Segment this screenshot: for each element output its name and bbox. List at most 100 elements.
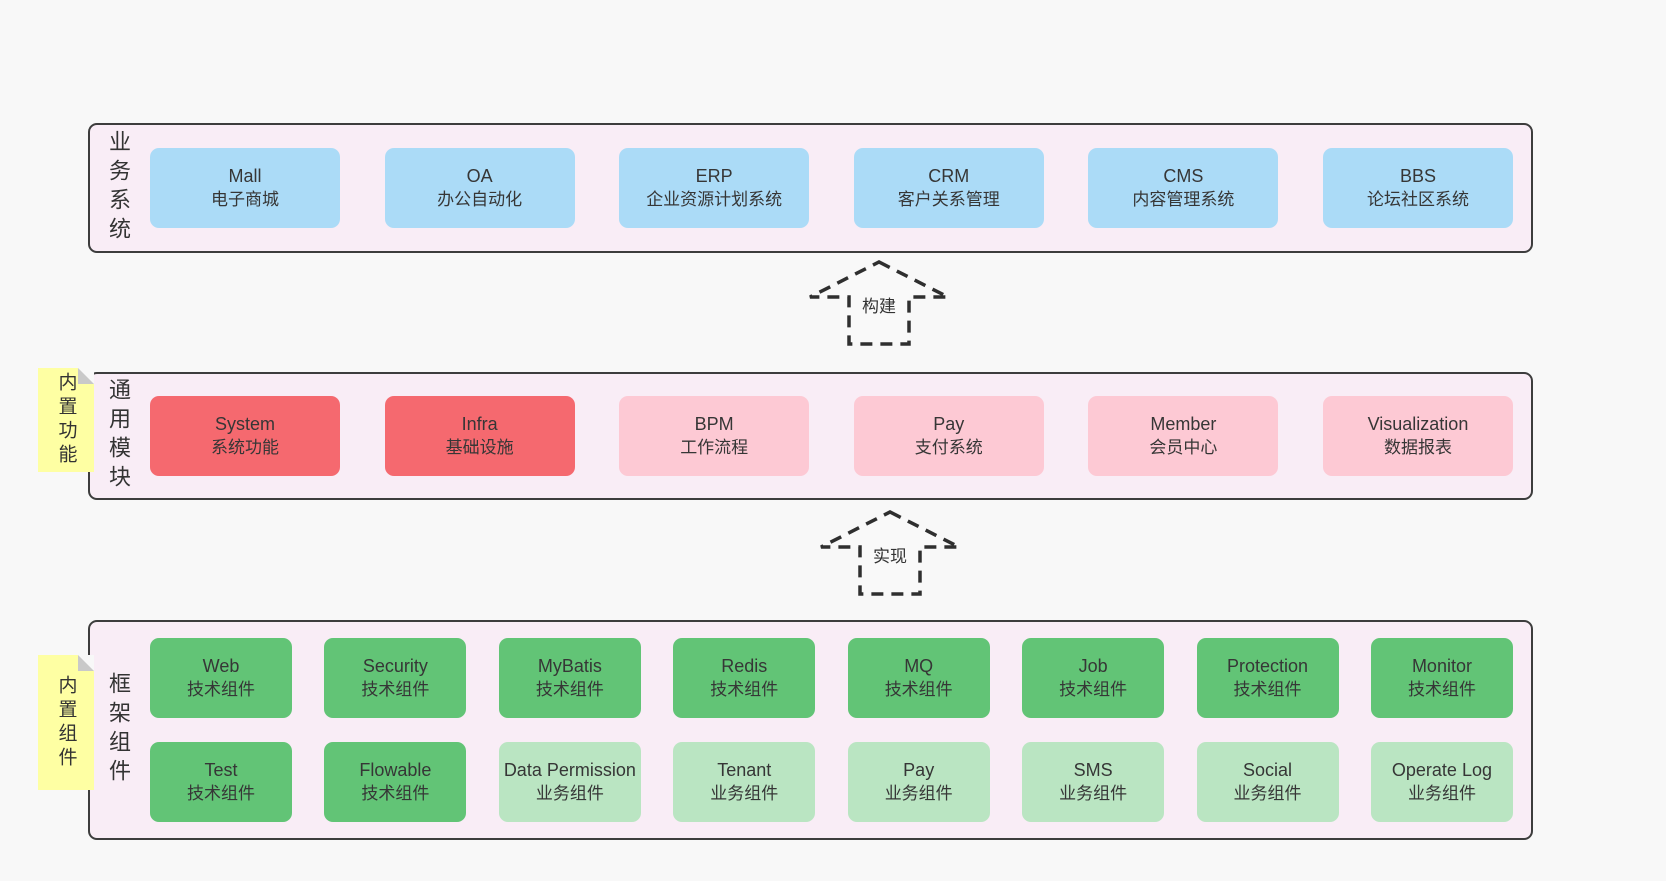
arrow-build-label: 构建 bbox=[859, 292, 899, 317]
box-desc: 工作流程 bbox=[680, 438, 749, 457]
sticky-note-builtin-components: 内置组件 bbox=[38, 655, 94, 790]
business-systems-row: Mall 电子商城 OA 办公自动化 ERP 企业资源计划系统 CRM 客户关系… bbox=[150, 125, 1531, 251]
box-security: Security 技术组件 bbox=[324, 638, 467, 718]
box-desc: 办公自动化 bbox=[437, 190, 523, 209]
box-desc: 客户关系管理 bbox=[897, 190, 1000, 209]
box-desc: 论坛社区系统 bbox=[1366, 190, 1469, 209]
arrow-implement: 实现 bbox=[817, 508, 963, 598]
box-desc: 业务组件 bbox=[1233, 784, 1302, 803]
box-desc: 技术组件 bbox=[187, 784, 255, 803]
box-test: Test 技术组件 bbox=[150, 742, 292, 822]
arrow-build: 构建 bbox=[806, 258, 952, 348]
box-name: Social bbox=[1243, 760, 1293, 780]
box-name: Monitor bbox=[1411, 656, 1472, 676]
box-desc: 内容管理系统 bbox=[1132, 190, 1235, 209]
box-protection: Protection 技术组件 bbox=[1196, 638, 1339, 718]
box-name: OA bbox=[466, 166, 493, 186]
box-name: Operate Log bbox=[1391, 760, 1492, 780]
box-name: Visualization bbox=[1367, 414, 1469, 434]
sticky-note-text: 内置功能 bbox=[55, 372, 77, 468]
box-name: Data Permission bbox=[503, 760, 636, 780]
box-web: Web 技术组件 bbox=[150, 638, 292, 718]
sticky-note-text: 内置组件 bbox=[55, 674, 77, 771]
box-name: MQ bbox=[904, 656, 934, 676]
box-name: Web bbox=[202, 656, 240, 676]
box-social: Social 业务组件 bbox=[1196, 742, 1339, 822]
box-name: Infra bbox=[461, 414, 498, 434]
panel-label-business-systems: 业务系统 bbox=[90, 125, 146, 251]
box-desc: 业务组件 bbox=[1059, 784, 1128, 803]
box-pay: Pay 支付系统 bbox=[853, 396, 1044, 476]
box-job: Job 技术组件 bbox=[1022, 638, 1165, 718]
box-visualization: Visualization 数据报表 bbox=[1322, 396, 1513, 476]
box-name: Security bbox=[362, 656, 428, 676]
box-name: Test bbox=[204, 760, 238, 780]
framework-components-grid: Web 技术组件 Security 技术组件 MyBatis 技术组件 Redi… bbox=[150, 622, 1531, 838]
box-oa: OA 办公自动化 bbox=[384, 148, 575, 228]
box-desc: 技术组件 bbox=[1407, 680, 1476, 699]
box-desc: 技术组件 bbox=[884, 680, 953, 699]
box-name: Flowable bbox=[359, 760, 432, 780]
box-mq: MQ 技术组件 bbox=[847, 638, 990, 718]
box-desc: 业务组件 bbox=[1407, 784, 1476, 803]
box-name: BPM bbox=[694, 414, 734, 434]
box-desc: 系统功能 bbox=[211, 438, 279, 457]
box-name: Job bbox=[1078, 656, 1108, 676]
box-desc: 技术组件 bbox=[1233, 680, 1302, 699]
box-desc: 技术组件 bbox=[361, 784, 430, 803]
box-desc: 技术组件 bbox=[361, 680, 430, 699]
box-name: ERP bbox=[695, 166, 733, 186]
box-infra: Infra 基础设施 bbox=[384, 396, 575, 476]
box-name: SMS bbox=[1073, 760, 1113, 780]
box-pay-biz: Pay 业务组件 bbox=[847, 742, 990, 822]
panel-label-framework-components: 框架组件 bbox=[90, 622, 146, 838]
box-name: Redis bbox=[721, 656, 768, 676]
box-desc: 技术组件 bbox=[710, 680, 779, 699]
panel-common-modules: 通用模块 System 系统功能 Infra 基础设施 BPM 工作流程 Pay… bbox=[88, 372, 1533, 500]
box-crm: CRM 客户关系管理 bbox=[853, 148, 1044, 228]
box-bpm: BPM 工作流程 bbox=[619, 396, 810, 476]
box-name: Tenant bbox=[717, 760, 772, 780]
panel-label-text: 业务系统 bbox=[106, 130, 131, 246]
box-erp: ERP 企业资源计划系统 bbox=[619, 148, 810, 228]
panel-business-systems: 业务系统 Mall 电子商城 OA 办公自动化 ERP 企业资源计划系统 CRM… bbox=[88, 123, 1533, 253]
box-name: CRM bbox=[928, 166, 970, 186]
box-flowable: Flowable 技术组件 bbox=[324, 742, 467, 822]
panel-label-text: 框架组件 bbox=[106, 672, 131, 788]
box-desc: 技术组件 bbox=[535, 680, 604, 699]
common-modules-row: System 系统功能 Infra 基础设施 BPM 工作流程 Pay 支付系统… bbox=[150, 374, 1531, 498]
box-name: CMS bbox=[1163, 166, 1204, 186]
box-name: Pay bbox=[933, 414, 965, 434]
box-bbs: BBS 论坛社区系统 bbox=[1322, 148, 1513, 228]
box-desc: 电子商城 bbox=[211, 190, 279, 209]
box-desc: 企业资源计划系统 bbox=[646, 190, 783, 209]
panel-framework-components: 框架组件 Web 技术组件 Security 技术组件 MyBatis 技术组件… bbox=[88, 620, 1533, 840]
box-name: MyBatis bbox=[537, 656, 602, 676]
box-desc: 基础设施 bbox=[445, 438, 514, 457]
box-name: BBS bbox=[1399, 166, 1436, 186]
box-cms: CMS 内容管理系统 bbox=[1088, 148, 1279, 228]
box-name: Pay bbox=[903, 760, 935, 780]
box-name: Member bbox=[1150, 414, 1217, 434]
box-name: Mall bbox=[228, 166, 262, 186]
box-desc: 业务组件 bbox=[535, 784, 604, 803]
box-desc: 技术组件 bbox=[1059, 680, 1128, 699]
box-name: Protection bbox=[1227, 656, 1309, 676]
box-name: System bbox=[214, 414, 275, 434]
box-data-permission: Data Permission 业务组件 bbox=[498, 742, 641, 822]
box-mybatis: MyBatis 技术组件 bbox=[498, 638, 641, 718]
framework-components-row-2: Test 技术组件 Flowable 技术组件 Data Permission … bbox=[150, 742, 1513, 822]
box-desc: 数据报表 bbox=[1383, 438, 1452, 457]
box-redis: Redis 技术组件 bbox=[673, 638, 816, 718]
box-member: Member 会员中心 bbox=[1088, 396, 1279, 476]
panel-label-text: 通用模块 bbox=[106, 378, 131, 494]
arrow-implement-label: 实现 bbox=[870, 542, 910, 567]
box-mall: Mall 电子商城 bbox=[150, 148, 340, 228]
box-desc: 支付系统 bbox=[914, 438, 983, 457]
box-monitor: Monitor 技术组件 bbox=[1370, 638, 1513, 718]
framework-components-row-1: Web 技术组件 Security 技术组件 MyBatis 技术组件 Redi… bbox=[150, 638, 1513, 718]
sticky-note-builtin-features: 内置功能 bbox=[38, 368, 94, 472]
box-desc: 业务组件 bbox=[710, 784, 779, 803]
panel-label-common-modules: 通用模块 bbox=[90, 374, 146, 498]
